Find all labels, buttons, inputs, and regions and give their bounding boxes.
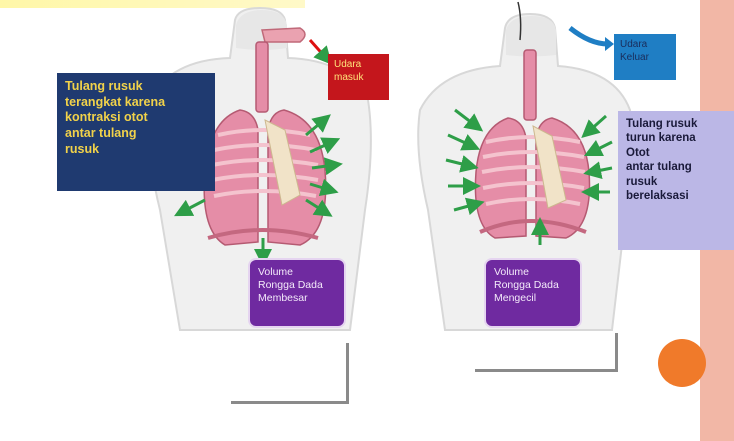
frame-corner-right	[475, 333, 618, 372]
volume-line: Rongga Dada	[258, 279, 336, 292]
callout-line: Tulang rusuk	[626, 117, 726, 131]
volume-shrink-label: Volume Rongga Dada Mengecil	[484, 258, 582, 328]
callout-rib-raised: Tulang rusuk terangkat karena kontraksi …	[57, 73, 215, 191]
volume-line: Rongga Dada	[494, 279, 572, 292]
air-in-line: Udara	[334, 59, 383, 72]
air-in-line: masuk	[334, 72, 383, 85]
volume-line: Membesar	[258, 292, 336, 305]
volume-line: Volume	[258, 266, 336, 279]
volume-line: Mengecil	[494, 292, 572, 305]
air-out-label: Udara Keluar	[614, 34, 676, 80]
frame-corner-left	[231, 343, 349, 404]
callout-line: kontraksi otot	[65, 110, 207, 126]
callout-line: terangkat karena	[65, 95, 207, 111]
callout-line: Tulang rusuk	[65, 79, 207, 95]
callout-line: antar tulang	[626, 160, 726, 174]
callout-line: antar tulang	[65, 126, 207, 142]
callout-line: rusuk	[626, 175, 726, 189]
volume-enlarge-label: Volume Rongga Dada Membesar	[248, 258, 346, 328]
air-out-line: Keluar	[620, 52, 670, 65]
air-in-label: Udara masuk	[328, 54, 389, 100]
orange-circle-decoration	[658, 339, 706, 387]
air-out-line: Udara	[620, 39, 670, 52]
callout-line: berelaksasi	[626, 189, 726, 203]
volume-line: Volume	[494, 266, 572, 279]
callout-line: rusuk	[65, 142, 207, 158]
callout-rib-lowered: Tulang rusuk turun karena Otot antar tul…	[618, 111, 734, 250]
callout-line: turun karena	[626, 131, 726, 145]
callout-line: Otot	[626, 146, 726, 160]
